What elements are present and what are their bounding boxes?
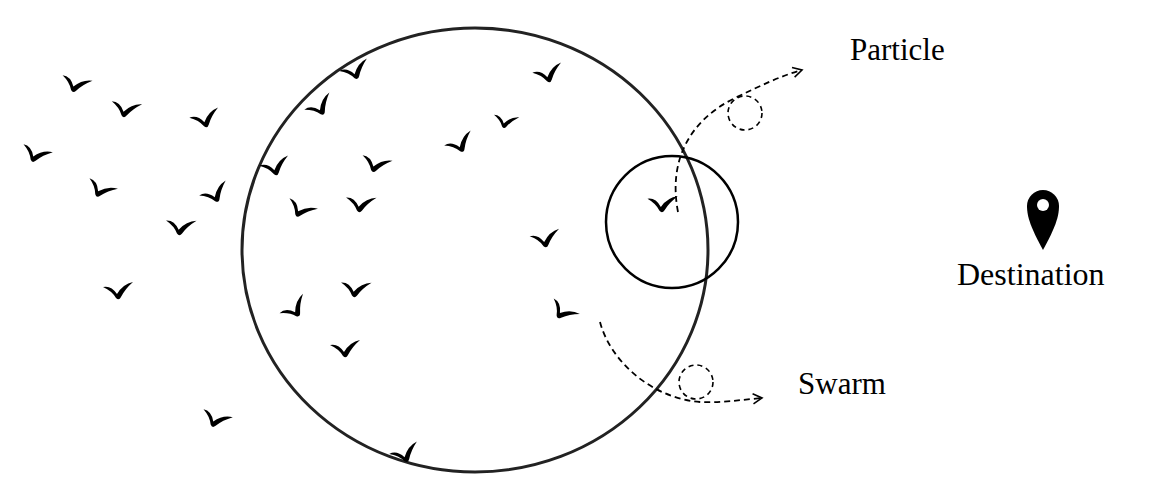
swarm-circle [242,28,708,472]
particle-label: Particle [850,34,945,65]
swarm-path [600,322,762,402]
destination-label: Destination [957,258,1105,290]
birds [18,58,677,465]
destination-pin [1027,190,1059,250]
swarm-label: Swarm [798,368,886,399]
particle-loop [728,96,762,130]
particle-path [676,70,802,212]
particle-circle [606,156,738,288]
swarm-loop [679,365,713,399]
